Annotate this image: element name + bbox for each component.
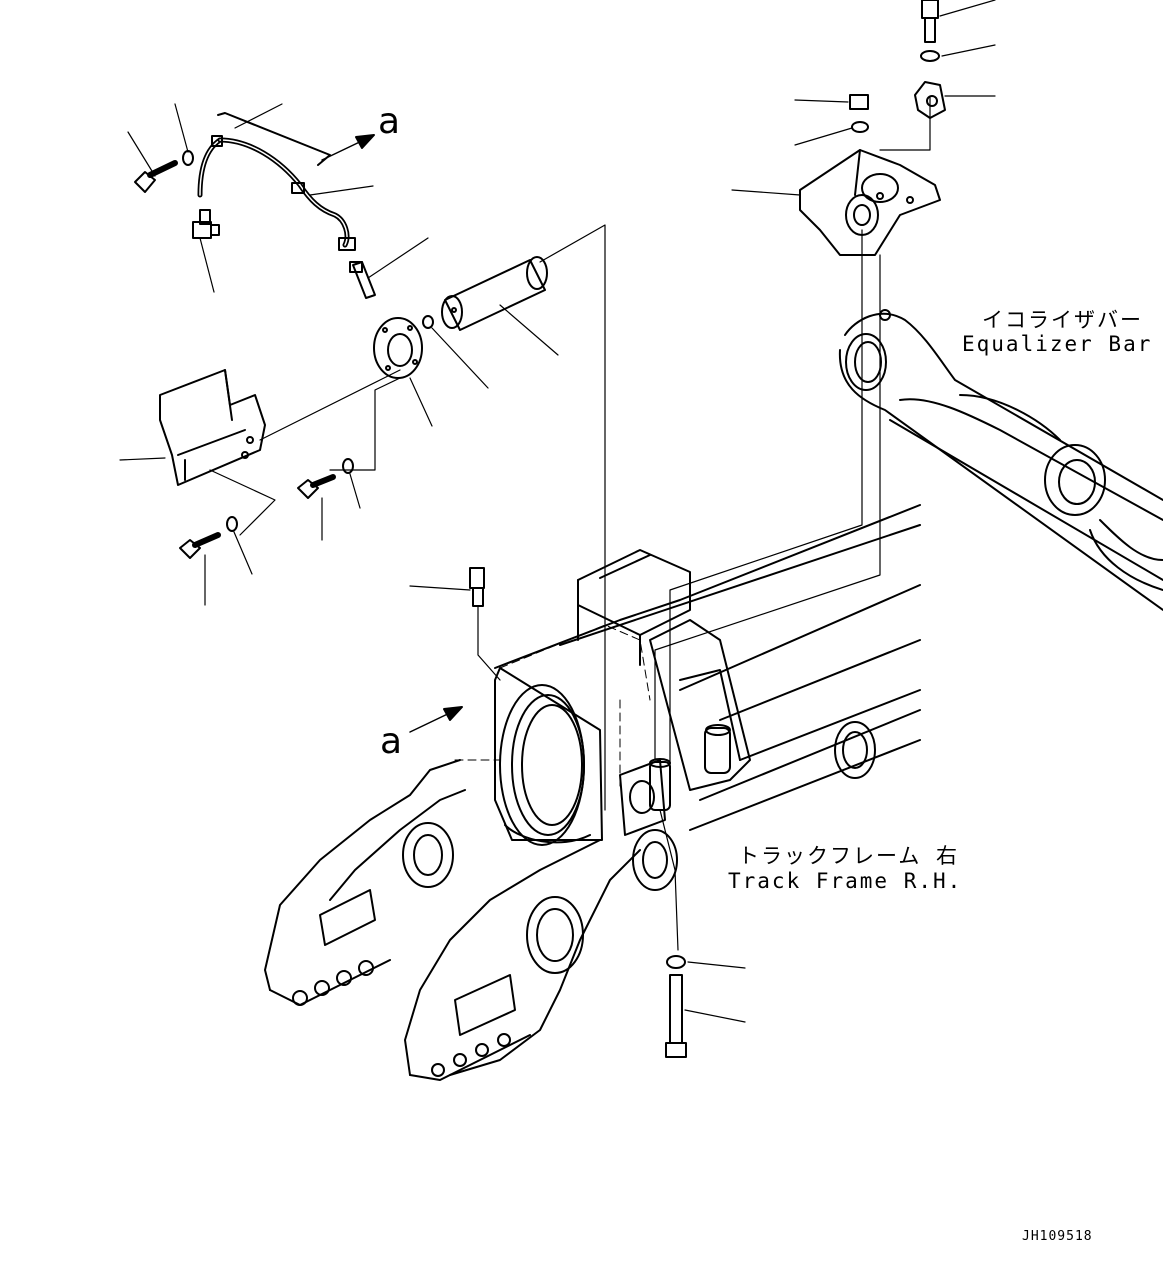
washer-bottom: [666, 955, 686, 969]
equalizer-bar: [838, 309, 1163, 611]
nut-top: [849, 94, 869, 110]
bolt-lower: [179, 532, 221, 559]
track-frame-label-jp: トラックフレーム 右: [738, 844, 960, 868]
view-arrow-top: [321, 134, 375, 161]
drawing-code: JH109518: [1022, 1229, 1093, 1244]
washer-pipe: [182, 150, 194, 166]
track-frame: [264, 504, 921, 1081]
view-arrow-bottom: [409, 706, 463, 733]
clamp-block: [914, 81, 946, 119]
bolt-top-right: [921, 0, 939, 43]
grease-pipe: [197, 135, 356, 251]
view-ref-label-bottom: a: [380, 721, 403, 762]
equalizer-bar-label-en: Equalizer Bar: [962, 332, 1153, 356]
pivot-pin: [441, 256, 548, 331]
view-ref-label-top: a: [378, 101, 401, 142]
adapter-fitting: [349, 261, 376, 299]
bolt-bottom: [665, 974, 687, 1058]
bolt-pipe: [134, 160, 178, 193]
equalizer-bar-label-jp: イコライザバー: [982, 308, 1143, 332]
grease-fitting: [469, 567, 485, 607]
hidden-lines: [454, 624, 651, 791]
cover-plate: [159, 369, 266, 486]
upper-bracket: [799, 149, 941, 256]
retainer-flange: [373, 317, 423, 379]
leader-lines: [119, 0, 996, 1023]
o-ring: [422, 315, 434, 329]
track-frame-label-en: Track Frame R.H.: [728, 869, 963, 893]
washer-top-right: [920, 50, 940, 62]
washer-lower: [226, 516, 238, 532]
elbow-fitting: [192, 209, 220, 239]
washer-top: [851, 121, 869, 133]
bolt-mid: [297, 474, 336, 499]
washer-mid: [342, 458, 354, 474]
pipe-cover-top: [217, 112, 331, 166]
